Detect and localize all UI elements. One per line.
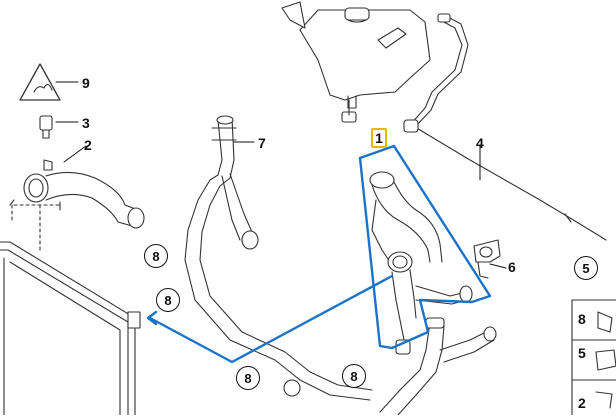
circled-callout-8-d: 8 (342, 364, 366, 388)
circled-callout-8-a: 8 (144, 244, 168, 268)
circled-callout-8-c: 8 (236, 366, 260, 390)
hose-4 (403, 13, 607, 241)
sensor-3 (39, 115, 53, 139)
side-panel (571, 299, 616, 419)
highlight-outline (146, 144, 492, 364)
circled-callout-8-b: 8 (156, 288, 180, 312)
side-panel-label-2: 2 (578, 395, 586, 411)
callout-1-selected[interactable]: 1 (371, 128, 387, 148)
callout-4: 4 (476, 135, 484, 151)
callout-6: 6 (508, 259, 516, 275)
warning-triangle-9 (19, 63, 61, 101)
hose-2 (9, 159, 145, 229)
clamp-6 (473, 239, 501, 279)
callout-9: 9 (82, 75, 90, 91)
hose-7 (184, 115, 373, 401)
radiator (0, 241, 141, 416)
side-panel-label-8: 8 (578, 311, 586, 327)
expansion-tank (281, 1, 431, 123)
callout-2: 2 (84, 137, 92, 153)
callout-7: 7 (258, 135, 266, 151)
circled-callout-5: 5 (574, 256, 598, 280)
callout-3: 3 (82, 115, 90, 131)
hose-lower-right (379, 317, 497, 416)
hose-1 (369, 171, 473, 355)
side-panel-label-5: 5 (578, 345, 586, 361)
